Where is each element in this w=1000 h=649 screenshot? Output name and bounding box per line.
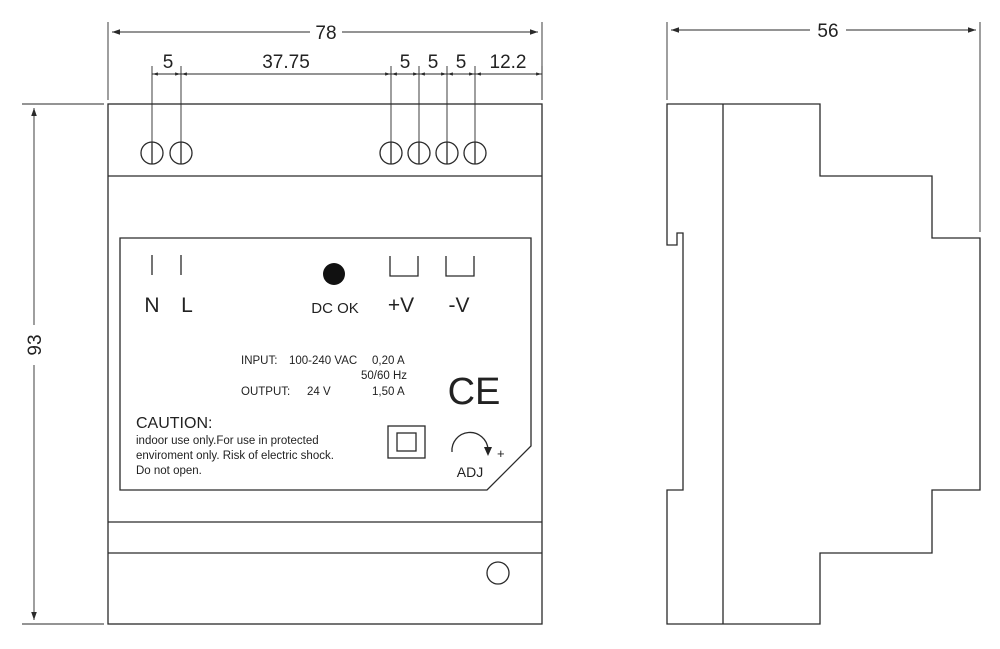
terminal-n-label: N: [144, 294, 159, 317]
pitch-n-l-dim: 5: [163, 52, 174, 73]
dc-ok-led-icon: [323, 263, 345, 285]
minus-v-label: -V: [449, 294, 470, 317]
overall-height-dim: 93: [25, 334, 46, 355]
terminal-screws: [140, 141, 487, 165]
mounting-hole: [486, 561, 510, 585]
plus-v-label: +V: [388, 294, 414, 317]
double-insulation-icon: [387, 425, 426, 459]
edge-offset-dim: 12.2: [490, 52, 527, 73]
pitch-v2-dim: 5: [428, 52, 439, 73]
adj-plus-sign: +: [497, 446, 505, 461]
side-profile-outline: [666, 103, 981, 625]
terminal-l-label: L: [181, 294, 193, 317]
dc-ok-label: DC OK: [311, 300, 359, 317]
ce-mark: CE: [448, 371, 501, 413]
front-dimensions: 78 5 37.75 5 5 5 12.2 93: [22, 22, 543, 625]
input-label: INPUT:: [241, 355, 277, 367]
front-body-outline: [107, 103, 543, 625]
input-voltage: 100-240 VAC: [289, 355, 357, 367]
side-view: 56: [666, 21, 981, 625]
minus-v-bracket-icon: [445, 256, 475, 277]
depth-dim: 56: [817, 21, 838, 42]
output-label: OUTPUT:: [241, 386, 290, 398]
pitch-l-to-v-dim: 37.75: [262, 52, 310, 73]
output-voltage: 24 V: [307, 386, 331, 398]
output-current: 1,50 A: [372, 386, 405, 398]
adj-rotate-icon: [451, 431, 492, 456]
front-view: N L DC OK +V -V INPUT: 100-240 VAC 0,20 …: [107, 103, 543, 625]
caution-title: CAUTION:: [136, 415, 212, 432]
overall-width-dim: 78: [315, 23, 336, 44]
input-frequency: 50/60 Hz: [361, 370, 407, 382]
pitch-v1-dim: 5: [400, 52, 411, 73]
input-current: 0,20 A: [372, 355, 405, 367]
label-plate: [119, 237, 532, 491]
adj-label: ADJ: [457, 464, 483, 480]
caution-line-2: enviroment only. Risk of electric shock.: [136, 450, 334, 462]
caution-line-1: indoor use only.For use in protected: [136, 435, 319, 447]
caution-line-3: Do not open.: [136, 465, 202, 477]
pitch-v3-dim: 5: [456, 52, 467, 73]
ratings-block: INPUT: 100-240 VAC 0,20 A 50/60 Hz OUTPU…: [241, 355, 407, 398]
plus-v-bracket-icon: [389, 256, 419, 277]
